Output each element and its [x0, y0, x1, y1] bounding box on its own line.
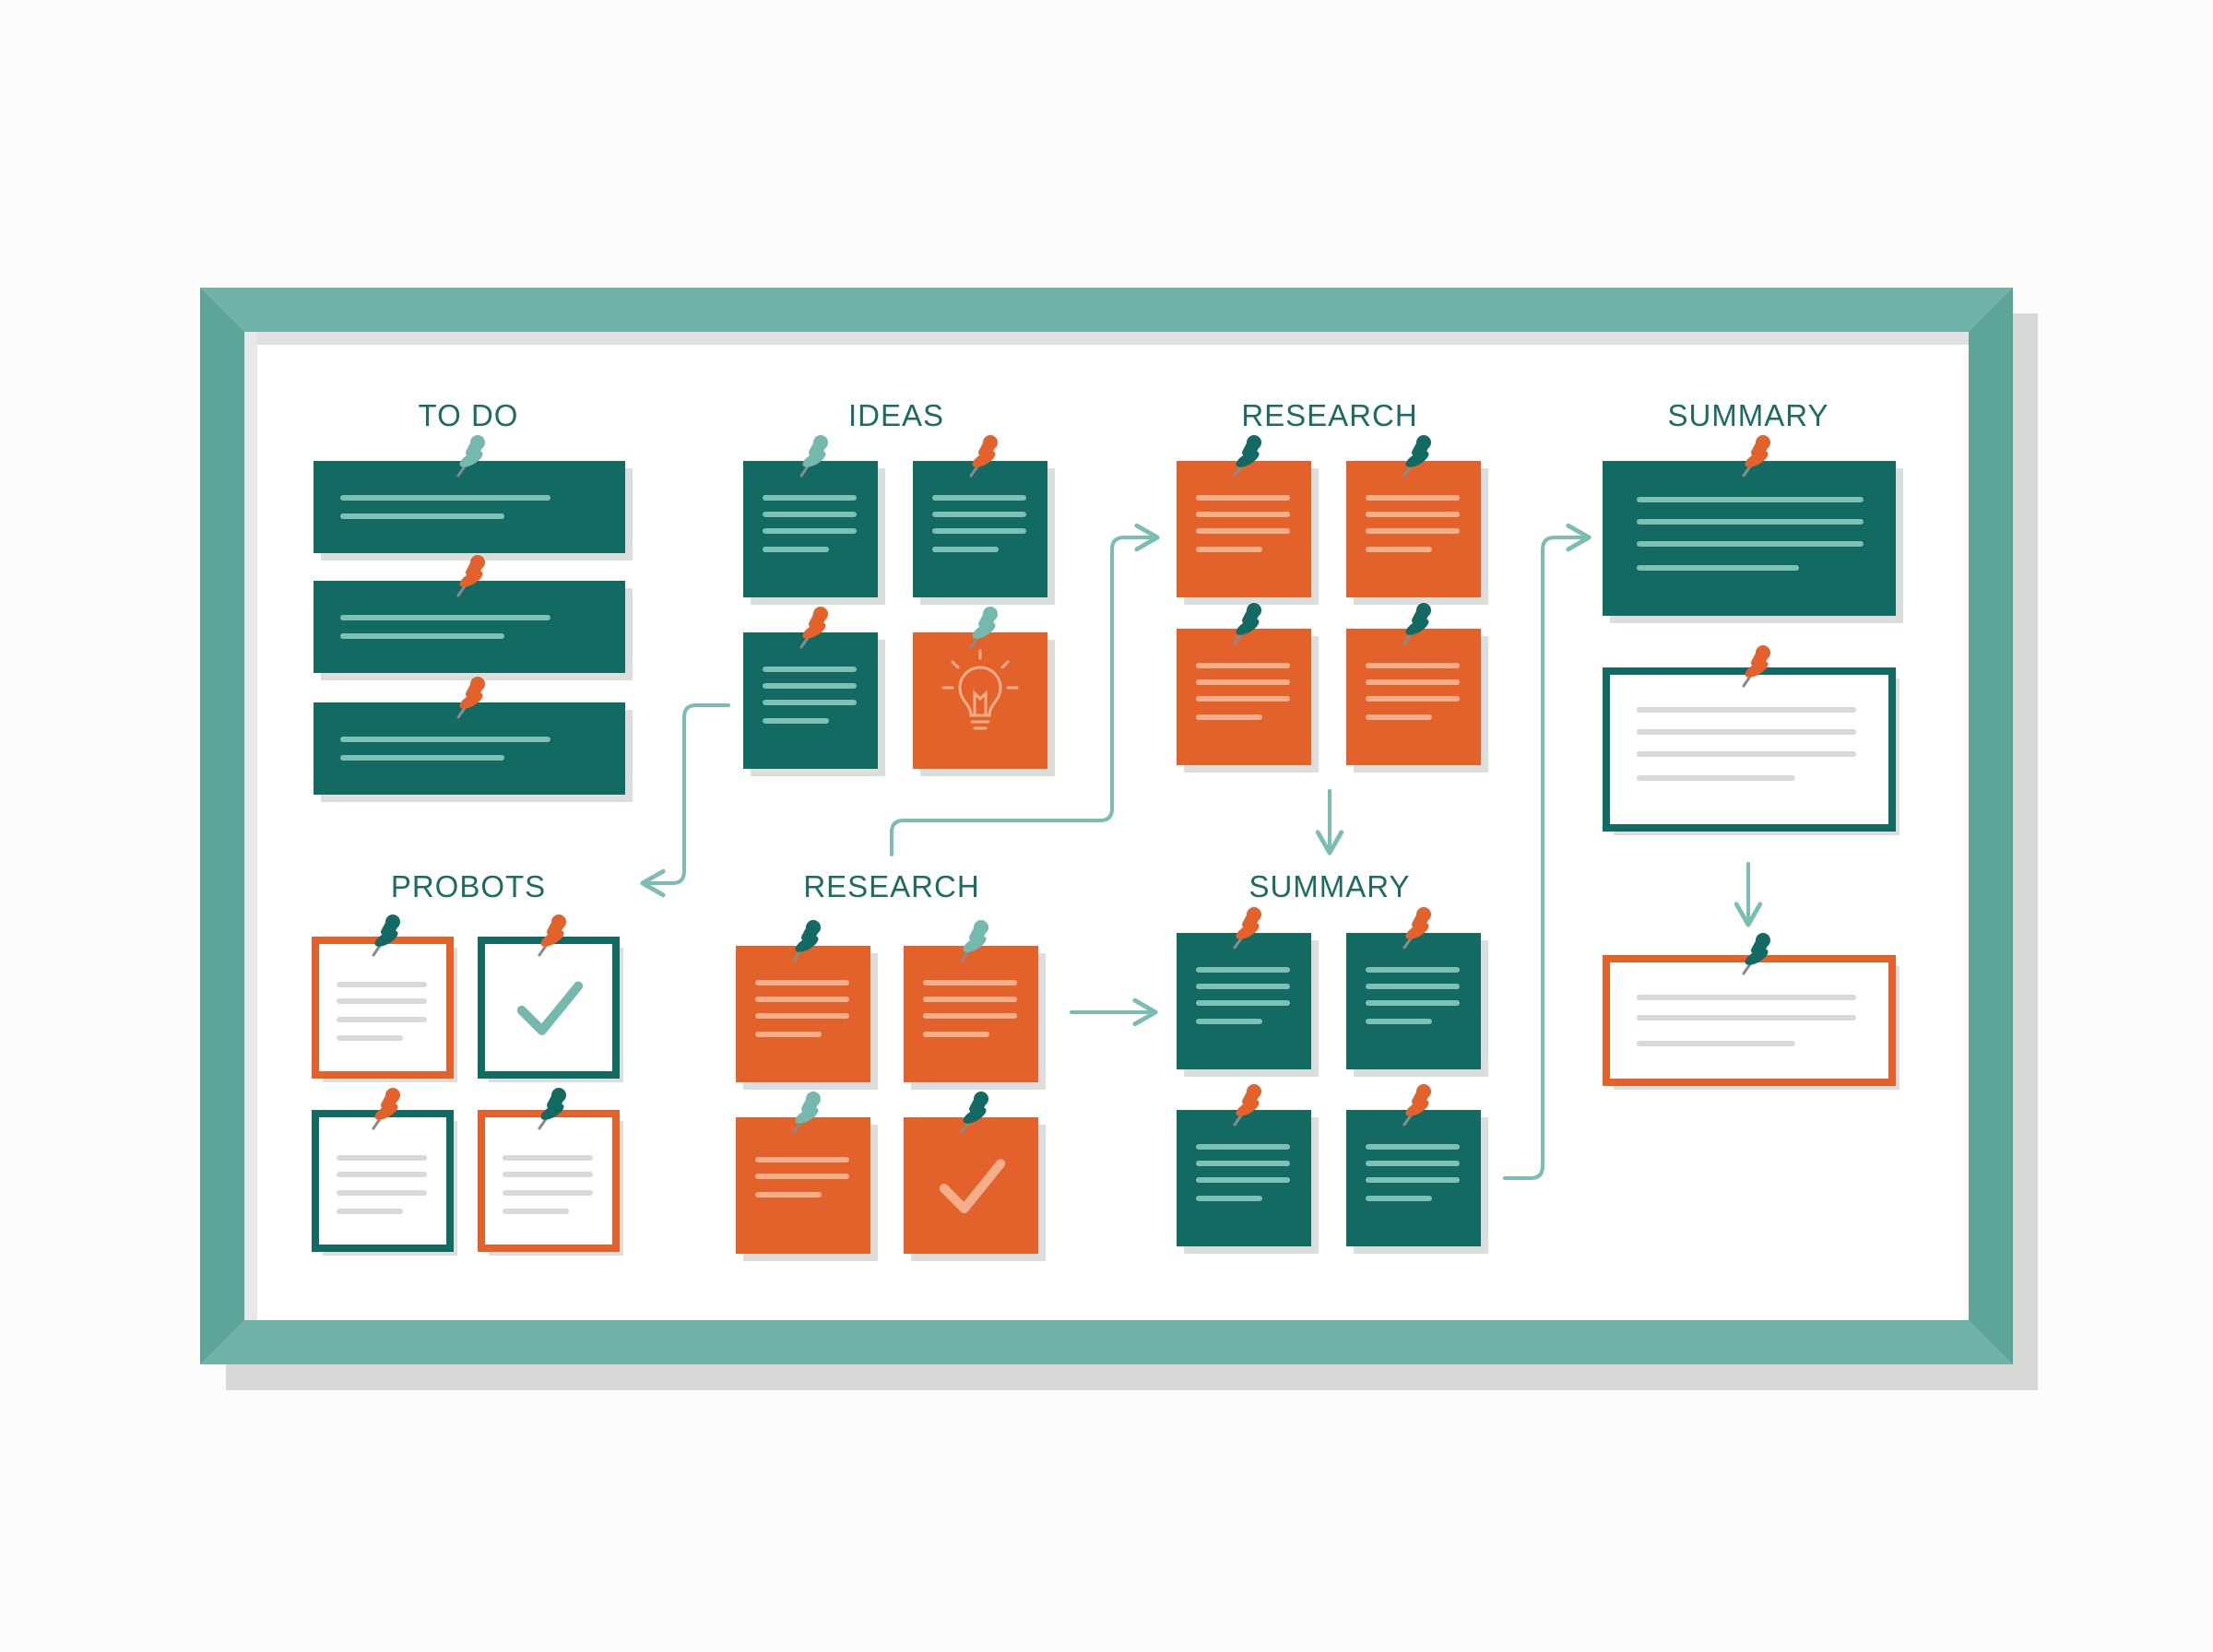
note-ideas-2: [913, 435, 1055, 605]
pushpin-icon: [1742, 933, 1770, 975]
note-research-top-3: [1177, 603, 1319, 773]
note-research-top-4: [1346, 603, 1488, 773]
note-todo-1: [314, 435, 633, 560]
note-summary-right-2: [1603, 645, 1899, 835]
note-probots-2: [478, 914, 623, 1082]
note-summary-right-3: [1603, 933, 1899, 1090]
note-todo-2: [314, 555, 633, 680]
pushpin-icon: [372, 914, 400, 957]
pushpin-icon: [1402, 907, 1431, 950]
note-probots-3: [312, 1088, 457, 1256]
arrow-ideas-to-probots: [640, 703, 730, 898]
note-research-bottom-1: [736, 920, 878, 1090]
notes-layer: [312, 435, 1903, 1261]
pushpin-icon: [960, 1092, 988, 1134]
pushpin-icon: [538, 1088, 566, 1130]
pushpin-icon: [799, 435, 828, 478]
pushpin-icon: [960, 920, 988, 962]
arrow-summary-mid-to-summary-right: [1503, 523, 1592, 1180]
pushpin-icon: [456, 677, 485, 719]
heading-ideas: IDEAS: [848, 398, 944, 432]
pushpin-icon: [456, 555, 485, 597]
note-summary-mid-1: [1177, 907, 1319, 1077]
heading-research-bottom: RESEARCH: [803, 869, 979, 903]
pushpin-icon: [1742, 435, 1770, 478]
pushpin-icon: [969, 607, 998, 649]
pushpin-icon: [969, 435, 998, 478]
note-summary-right-1: [1603, 435, 1903, 623]
pushpin-icon: [1233, 1084, 1261, 1127]
heading-probots: PROBOTS: [391, 869, 546, 903]
pushpin-icon: [792, 1092, 821, 1134]
heading-todo: TO DO: [419, 398, 519, 432]
pushpin-icon: [1742, 645, 1770, 688]
pushpin-icon: [538, 914, 566, 957]
pushpin-icon: [456, 435, 485, 478]
note-ideas-4: [913, 607, 1055, 776]
heading-summary-right: SUMMARY: [1667, 398, 1828, 432]
note-todo-3: [314, 677, 633, 802]
note-ideas-3: [743, 607, 885, 776]
heading-research-top: RESEARCH: [1241, 398, 1417, 432]
arrow-research-to-research: [890, 523, 1160, 856]
pushpin-icon: [1233, 435, 1261, 478]
checkmark-icon: [516, 981, 584, 1035]
note-ideas-1: [743, 435, 885, 605]
pushpin-icon: [1402, 1084, 1431, 1127]
note-summary-mid-2: [1346, 907, 1488, 1077]
note-summary-mid-3: [1177, 1084, 1319, 1254]
heading-summary-mid: SUMMARY: [1249, 869, 1410, 903]
note-research-bottom-4: [904, 1092, 1046, 1261]
connectors: [640, 523, 1763, 1180]
pushpin-icon: [372, 1088, 400, 1130]
pushpin-icon: [799, 607, 828, 649]
note-research-top-1: [1177, 435, 1319, 605]
pushpin-icon: [792, 920, 821, 962]
pushpin-icon: [1233, 603, 1261, 645]
note-research-bottom-2: [904, 920, 1046, 1090]
note-research-top-2: [1346, 435, 1488, 605]
lightbulb-icon: [941, 649, 1019, 730]
pushpin-icon: [1402, 435, 1431, 478]
note-summary-mid-4: [1346, 1084, 1488, 1254]
note-probots-1: [312, 914, 457, 1082]
pushpin-icon: [1402, 603, 1431, 645]
note-probots-4: [478, 1088, 623, 1256]
pushpin-icon: [1233, 907, 1261, 950]
checkmark-icon: [939, 1159, 1006, 1214]
note-research-bottom-3: [736, 1092, 878, 1261]
